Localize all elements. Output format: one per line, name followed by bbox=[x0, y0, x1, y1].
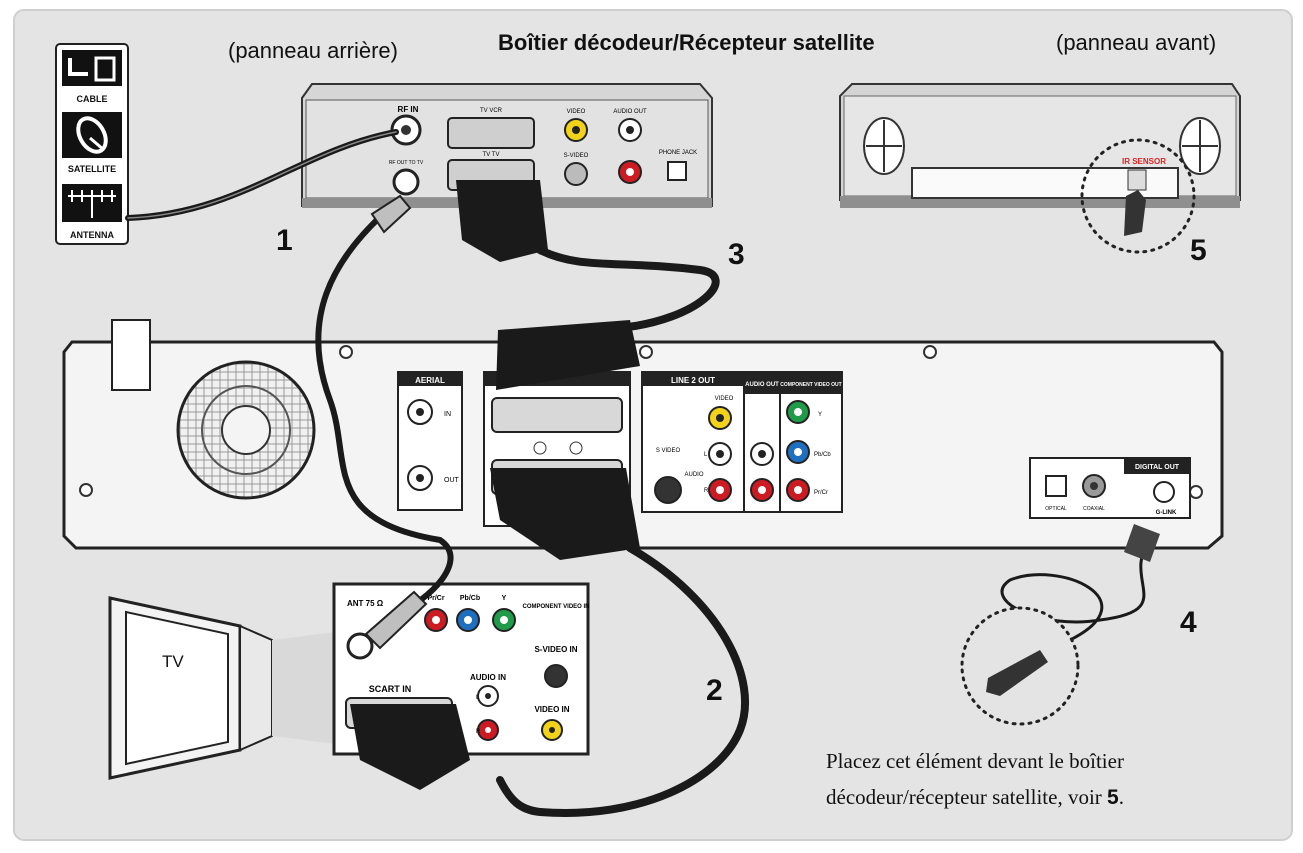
source-satellite-label: SATELLITE bbox=[68, 164, 116, 174]
scart-plugs bbox=[350, 180, 640, 790]
source-cable-label: CABLE bbox=[77, 94, 108, 104]
aerial-label: AERIAL bbox=[415, 376, 445, 385]
tv-component-in-label: COMPONENT VIDEO IN bbox=[522, 604, 589, 610]
front-panel-label: (panneau avant) bbox=[1056, 30, 1217, 55]
line2-svideo-label: S VIDEO bbox=[656, 448, 681, 454]
step-5-label: 5 bbox=[1190, 234, 1207, 267]
cable-1-rf bbox=[315, 203, 454, 617]
rear-panel-label: (panneau arrière) bbox=[228, 38, 398, 63]
glink-eye-icon bbox=[986, 650, 1048, 696]
caption-text: décodeur/récepteur satellite, voir bbox=[826, 785, 1108, 809]
tv-svideo-in-label: S-VIDEO IN bbox=[534, 645, 577, 654]
coaxial-label: COAXIAL bbox=[1083, 506, 1105, 512]
aerial-in-label: IN bbox=[444, 411, 451, 418]
audio-out-label: AUDIO OUT bbox=[745, 382, 779, 388]
tv-audio-l-label: L bbox=[476, 695, 480, 701]
tv-set bbox=[108, 596, 336, 780]
stb-video-label: VIDEO bbox=[567, 109, 586, 115]
tv-audio-r-label: R bbox=[476, 729, 481, 735]
stb-tv-vcr-label: TV VCR bbox=[480, 108, 503, 114]
antenna-icon bbox=[62, 184, 122, 222]
component-out-label: COMPONENT VIDEO OUT bbox=[780, 382, 841, 388]
recorder-rear-panel: AERIAL IN OUT LINE 2 OUT VIDEO S VIDEO A… bbox=[62, 319, 1224, 550]
stb-rf-out-label: RF OUT TO TV bbox=[389, 160, 424, 166]
cable-icon bbox=[62, 50, 122, 86]
ir-extender-eye bbox=[1124, 190, 1146, 236]
tv-pr-label: Pr/Cr bbox=[427, 595, 444, 602]
caption-period: . bbox=[1118, 785, 1124, 809]
rf-plug-tv bbox=[364, 590, 428, 650]
digital-out-label: DIGITAL OUT bbox=[1135, 464, 1180, 471]
g-link-label: G-LINK bbox=[1156, 510, 1177, 516]
diagram-title: Boîtier décodeur/Récepteur satellite bbox=[498, 30, 875, 55]
ir-sensor-highlight-circle bbox=[1080, 138, 1196, 254]
line2-audio-label: AUDIO bbox=[684, 472, 703, 478]
stb-audio-out-label: AUDIO OUT bbox=[613, 109, 647, 115]
cable-2-scart bbox=[496, 544, 749, 817]
component-pr-label: Pr/Cr bbox=[814, 490, 828, 496]
source-icon-stack bbox=[55, 43, 129, 245]
line2-out-label: LINE 2 OUT bbox=[671, 376, 715, 385]
scart-plug-stb bbox=[456, 180, 548, 262]
instruction-caption-line2: décodeur/récepteur satellite, voir 5. bbox=[826, 782, 1124, 813]
stb-tv-tv-label: TV TV bbox=[483, 152, 500, 158]
line2-r-label: R bbox=[704, 488, 709, 494]
step-1-label: 1 bbox=[276, 224, 293, 257]
tv-scart-in-label: SCART IN bbox=[369, 684, 412, 694]
tv-pb-label: Pb/Cb bbox=[460, 595, 480, 602]
stb-rf-in-label: RF IN bbox=[398, 105, 419, 114]
rf-plug-stb bbox=[370, 194, 412, 234]
source-antenna-label: ANTENNA bbox=[70, 230, 114, 240]
stb-svideo-label: S-VIDEO bbox=[564, 153, 589, 159]
scart-plug-recorder-top bbox=[496, 320, 640, 390]
settop-box-front: IR SENSOR bbox=[839, 83, 1241, 254]
scart-plug-recorder-bottom bbox=[490, 468, 640, 560]
stb-phone-jack-label: PHONE JACK bbox=[659, 150, 697, 156]
step-4-label: 4 bbox=[1180, 606, 1197, 639]
component-pb-label: Pb/Cb bbox=[814, 452, 831, 458]
tv-video-in-label: VIDEO IN bbox=[534, 705, 569, 714]
tv-label: TV bbox=[162, 652, 184, 671]
instruction-caption-line1: Placez cet élément devant le boîtier bbox=[826, 749, 1124, 773]
satellite-icon bbox=[62, 112, 122, 158]
aerial-out-label: OUT bbox=[444, 477, 460, 484]
step-2-label: 2 bbox=[706, 674, 723, 707]
line2-video-label: VIDEO bbox=[715, 396, 734, 402]
ir-sensor-label: IR SENSOR bbox=[1122, 157, 1166, 166]
tv-connector-panel: ANT 75 Ω Pr/Cr Pb/Cb Y COMPONENT VIDEO I… bbox=[332, 582, 590, 756]
tv-ant-label: ANT 75 Ω bbox=[347, 599, 384, 608]
line2-l-label: L bbox=[704, 452, 708, 458]
caption-step-reference: 5 bbox=[1107, 786, 1119, 809]
scart-plug-tv bbox=[350, 704, 470, 790]
step-3-label: 3 bbox=[728, 238, 745, 271]
component-y-label: Y bbox=[818, 412, 822, 418]
optical-label: OPTICAL bbox=[1045, 506, 1067, 512]
tv-y-label: Y bbox=[502, 595, 507, 602]
tv-audio-in-label: AUDIO IN bbox=[470, 673, 506, 682]
glink-plug bbox=[1124, 524, 1160, 562]
cable-3-scart bbox=[536, 246, 720, 332]
